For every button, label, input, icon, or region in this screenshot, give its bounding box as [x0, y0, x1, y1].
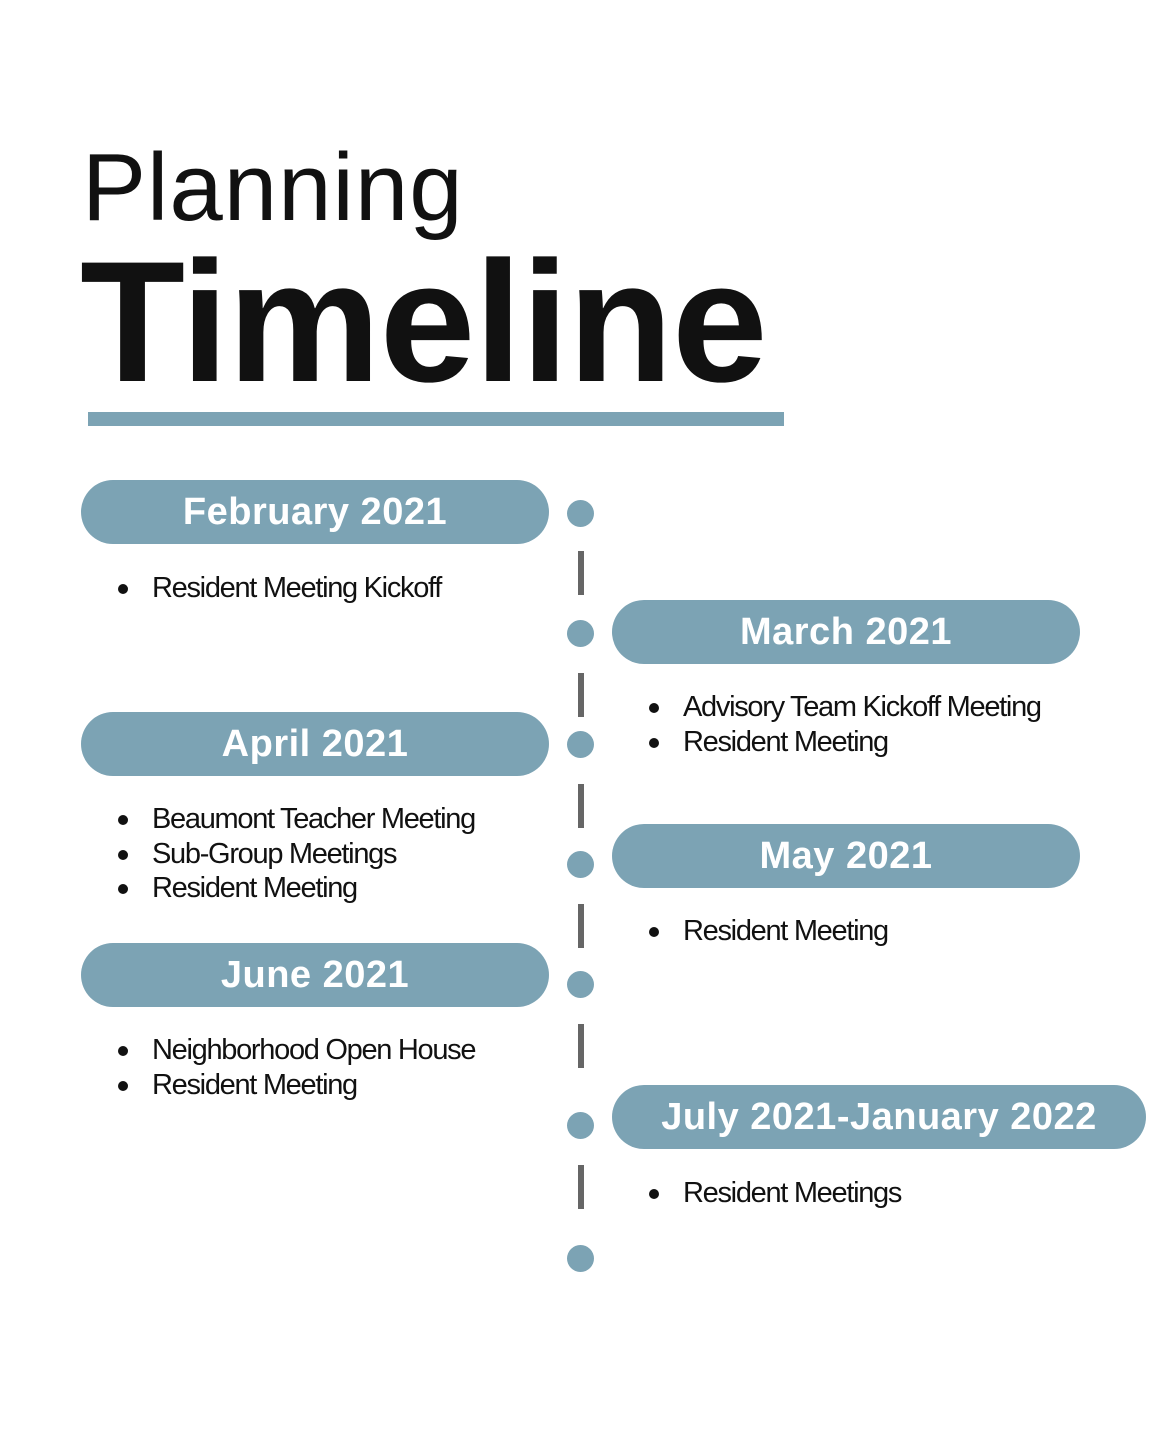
- event-list: Resident Meetings: [649, 1176, 902, 1211]
- period-label: July 2021-January 2022: [612, 1085, 1146, 1149]
- period-label: June 2021: [81, 943, 549, 1007]
- timeline-dash: [578, 784, 584, 828]
- timeline-dash: [578, 1024, 584, 1068]
- title-underline: [88, 412, 784, 426]
- event-item: Advisory Team Kickoff Meeting: [649, 690, 1042, 725]
- period-label: April 2021: [81, 712, 549, 776]
- event-item: Resident Meeting Kickoff: [118, 571, 442, 606]
- timeline-dot: [567, 731, 594, 758]
- timeline-dot: [567, 851, 594, 878]
- timeline-dot: [567, 1245, 594, 1272]
- event-list: Resident Meeting Kickoff: [118, 571, 442, 606]
- event-list: Resident Meeting: [649, 914, 889, 949]
- event-item: Resident Meeting: [649, 914, 889, 949]
- period-label: March 2021: [612, 600, 1080, 664]
- event-item: Resident Meeting: [649, 725, 1041, 760]
- timeline-dash: [578, 1165, 584, 1209]
- event-item: Resident Meetings: [649, 1176, 902, 1211]
- event-item: Resident Meeting: [118, 1068, 475, 1103]
- period-label: February 2021: [81, 480, 549, 544]
- timeline-dot: [567, 1112, 594, 1139]
- event-item: Resident Meeting: [118, 871, 475, 906]
- timeline-dash: [578, 551, 584, 595]
- period-label: May 2021: [612, 824, 1080, 888]
- event-item: Neighborhood Open House: [118, 1033, 476, 1068]
- timeline-dash: [578, 673, 584, 717]
- title-planning: Planning: [82, 134, 464, 241]
- timeline-dot: [567, 971, 594, 998]
- timeline-dot: [567, 620, 594, 647]
- timeline-dot: [567, 500, 594, 527]
- event-item: Beaumont Teacher Meeting: [118, 802, 476, 837]
- title-timeline: Timeline: [80, 226, 768, 418]
- event-item: Sub-Group Meetings: [118, 837, 475, 872]
- timeline-dash: [578, 904, 584, 948]
